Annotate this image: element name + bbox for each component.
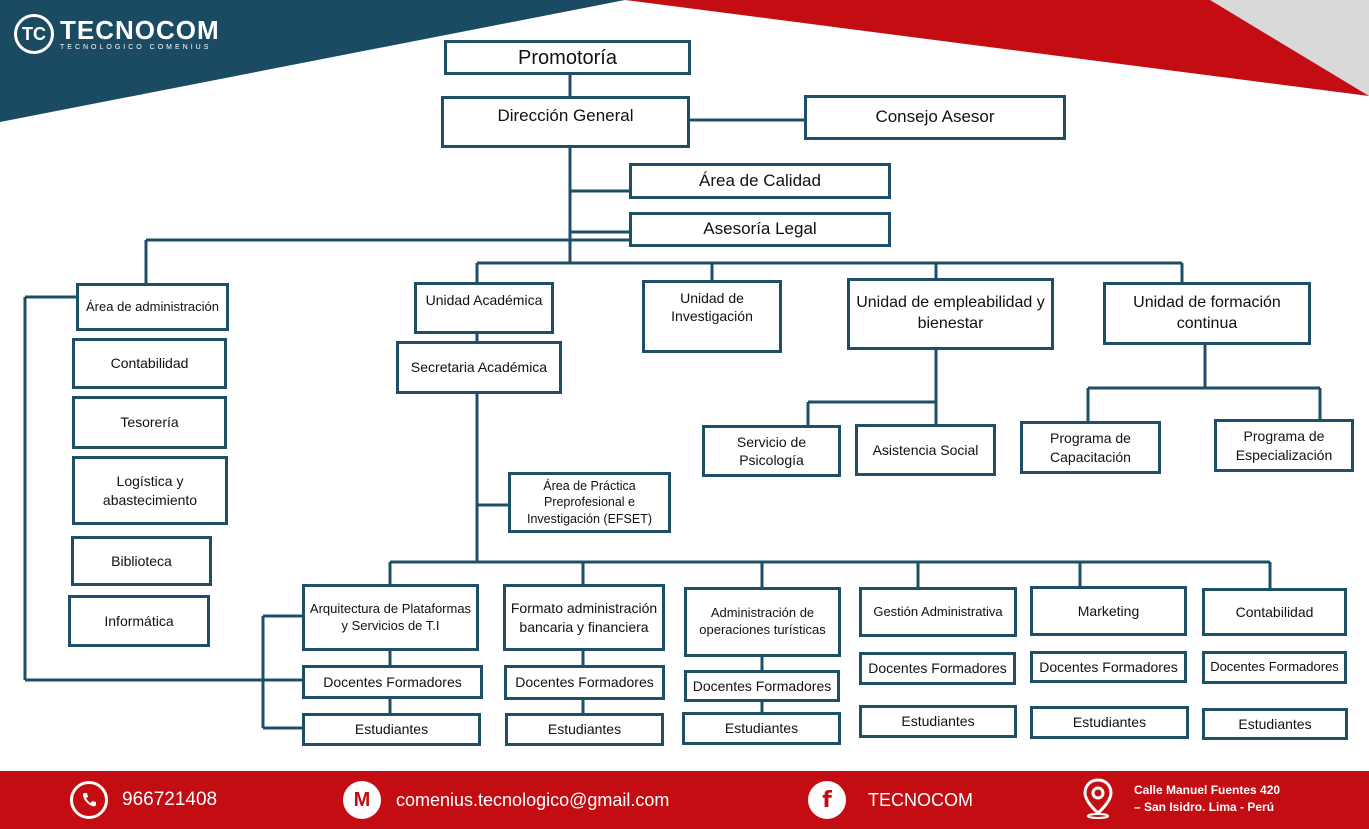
node-program-contabilidad: Contabilidad xyxy=(1202,588,1347,636)
node-estudiantes-arquitectura: Estudiantes xyxy=(302,713,481,746)
whatsapp-icon xyxy=(70,781,108,819)
node-programa-especializacion: Programa de Especialización xyxy=(1214,419,1354,472)
logo-tagline: TECNOLOGICO COMENIUS xyxy=(60,43,212,51)
footer-address: Calle Manuel Fuentes 420 – San Isidro. L… xyxy=(1080,777,1280,819)
address-line-2: – San Isidro. Lima - Perú xyxy=(1134,799,1275,814)
node-estudiantes-contabilidad: Estudiantes xyxy=(1202,708,1348,740)
node-docentes-turisticas: Docentes Formadores xyxy=(684,670,840,702)
header-navy-band xyxy=(0,0,625,122)
footer-phone[interactable]: 966721408 xyxy=(70,781,217,819)
node-unidad-empleabilidad: Unidad de empleabilidad y bienestar xyxy=(847,278,1054,350)
address-text: Calle Manuel Fuentes 420 – San Isidro. L… xyxy=(1134,783,1280,814)
connector-lines xyxy=(23,73,1322,730)
node-estudiantes-marketing: Estudiantes xyxy=(1030,706,1189,739)
phone-number: 966721408 xyxy=(122,789,218,810)
node-docentes-marketing: Docentes Formadores xyxy=(1030,651,1187,683)
node-informatica: Informática xyxy=(68,595,210,647)
facebook-icon: f xyxy=(808,781,846,819)
facebook-name: TECNOCOM xyxy=(868,789,973,810)
footer-facebook[interactable]: f TECNOCOM xyxy=(808,781,973,819)
node-docentes-bancaria: Docentes Formadores xyxy=(504,665,665,700)
node-programa-capacitacion: Programa de Capacitación xyxy=(1020,421,1161,474)
node-logistica: Logística y abastecimiento xyxy=(72,456,228,525)
node-program-marketing: Marketing xyxy=(1030,586,1187,636)
node-program-turisticas: Administración de operaciones turísticas xyxy=(684,587,841,657)
node-contabilidad-admin: Contabilidad xyxy=(72,338,227,389)
node-unidad-investigacion: Unidad de Investigación xyxy=(642,280,782,353)
tc-emblem-icon: TC xyxy=(14,14,54,54)
node-program-arquitectura: Arquitectura de Plataformas y Servicios … xyxy=(302,584,479,651)
header-gray-band xyxy=(1210,0,1369,96)
node-estudiantes-turisticas: Estudiantes xyxy=(682,712,841,745)
node-secretaria-academica: Secretaria Académica xyxy=(396,341,562,394)
node-area-calidad: Área de Calidad xyxy=(629,163,891,199)
node-unidad-formacion: Unidad de formación continua xyxy=(1103,282,1311,345)
node-unidad-academica: Unidad Académica xyxy=(414,282,554,334)
node-consejo-asesor: Consejo Asesor xyxy=(804,95,1066,140)
node-estudiantes-bancaria: Estudiantes xyxy=(505,713,664,746)
logo-name: TECNOCOM xyxy=(60,14,220,45)
node-servicio-psicologia: Servicio de Psicología xyxy=(702,425,841,477)
phone-glyph xyxy=(83,793,96,807)
node-program-gestion: Gestión Administrativa xyxy=(859,587,1017,637)
gmail-icon: M xyxy=(343,781,381,819)
node-area-administracion: Área de administración xyxy=(76,283,229,331)
node-docentes-arquitectura: Docentes Formadores xyxy=(302,665,483,699)
node-asistencia-social: Asistencia Social xyxy=(855,424,996,476)
node-tesoreria: Tesorería xyxy=(72,396,227,449)
node-area-practica: Área de Práctica Preprofesional e Invest… xyxy=(508,472,671,533)
contact-footer: 966721408 M comenius.tecnologico@gmail.c… xyxy=(0,771,1369,829)
email-address: comenius.tecnologico@gmail.com xyxy=(396,789,670,810)
node-direccion-general: Dirección General xyxy=(441,96,690,148)
node-promotoria: Promotoría xyxy=(444,40,691,75)
logo-text: TECNOCOM TECNOLOGICO COMENIUS xyxy=(60,17,220,52)
header-red-band xyxy=(625,0,1369,96)
node-docentes-contabilidad: Docentes Formadores xyxy=(1202,651,1347,684)
node-docentes-gestion: Docentes Formadores xyxy=(859,652,1016,685)
node-estudiantes-gestion: Estudiantes xyxy=(859,705,1017,738)
location-pin-icon xyxy=(1083,778,1113,819)
address-line-1: Calle Manuel Fuentes 420 xyxy=(1134,782,1281,797)
tecnocom-logo: TC TECNOCOM TECNOLOGICO COMENIUS xyxy=(14,14,220,54)
node-program-bancaria: Formato administración bancaria y financ… xyxy=(503,584,665,651)
node-asesoria-legal: Asesoría Legal xyxy=(629,212,891,247)
node-biblioteca: Biblioteca xyxy=(71,536,212,586)
footer-email[interactable]: M comenius.tecnologico@gmail.com xyxy=(343,781,669,819)
